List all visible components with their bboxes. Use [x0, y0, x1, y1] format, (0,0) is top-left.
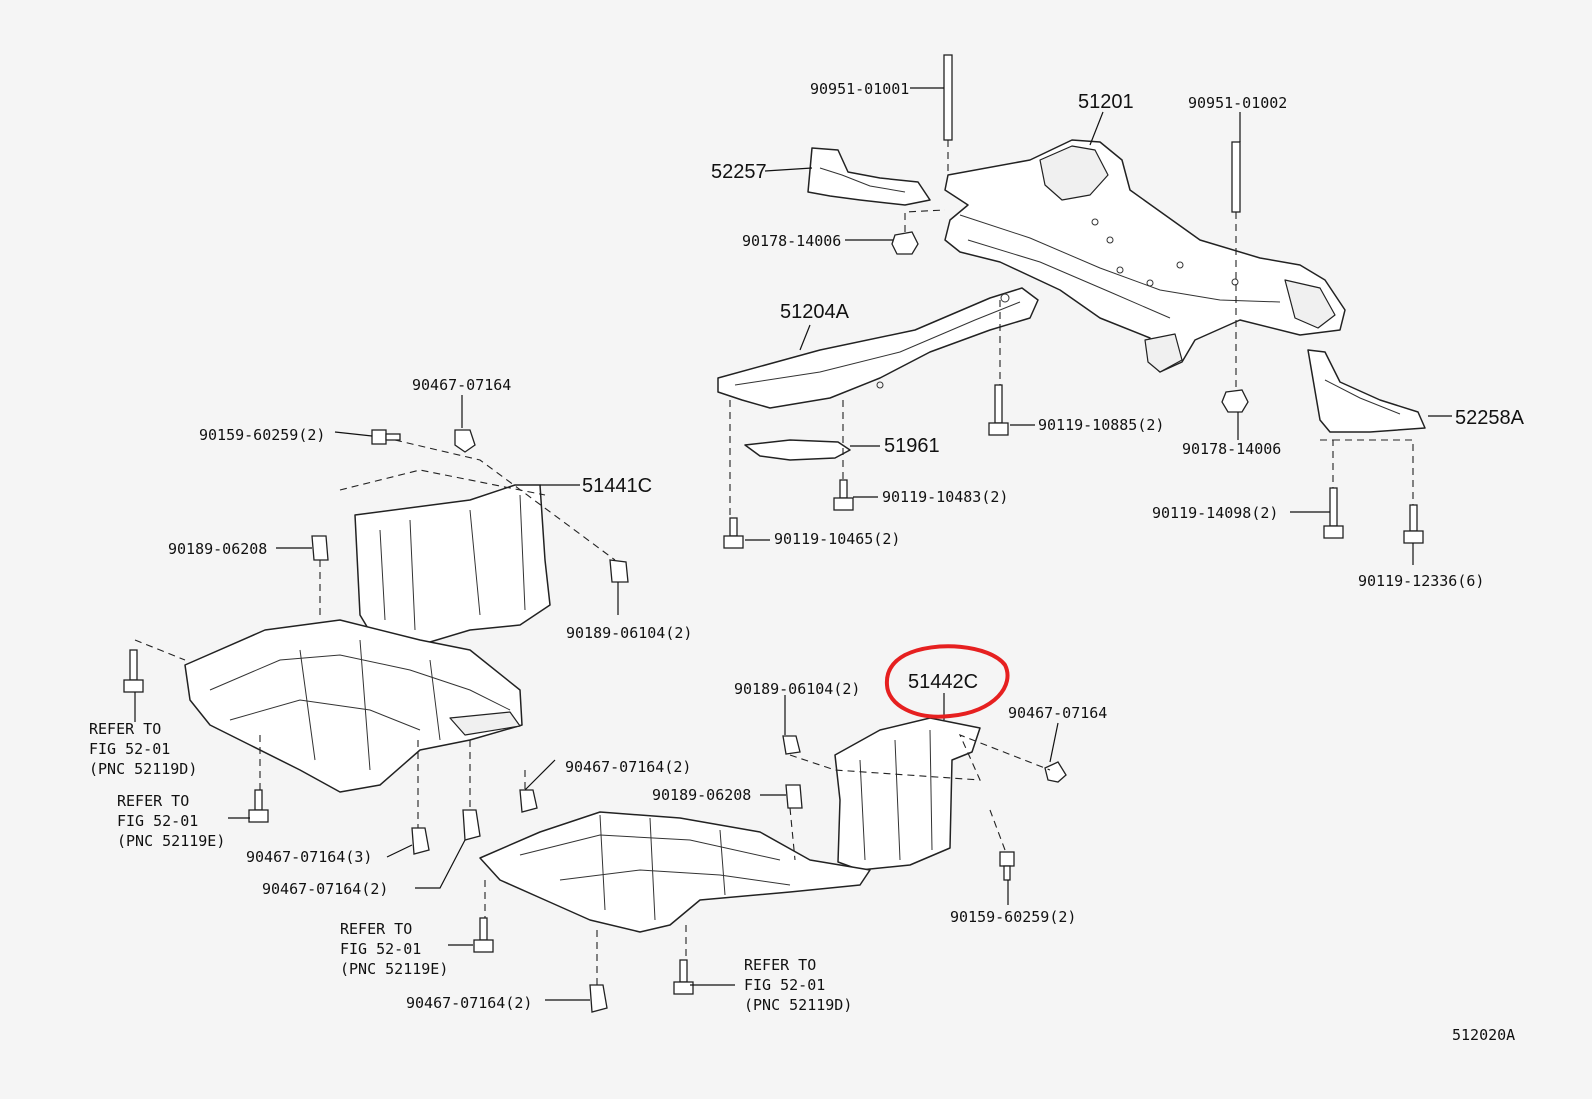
svg-text:REFER TO: REFER TO: [744, 956, 816, 974]
label-90119-10885[interactable]: 90119-10885(2): [1038, 416, 1164, 434]
label-90119-12336[interactable]: 90119-12336(6): [1358, 572, 1484, 590]
bolt-90119-14098-icon[interactable]: [1323, 487, 1344, 539]
bolt-ref-rh2-icon[interactable]: [673, 959, 694, 995]
screw-90159-60259b-icon[interactable]: [999, 851, 1015, 881]
clip-90467-07164d-icon[interactable]: [411, 827, 430, 855]
label-51442c[interactable]: 51442C: [908, 671, 978, 693]
bolt-ref-lh2-icon[interactable]: [248, 789, 269, 823]
leader-lines: [134, 87, 1452, 1001]
label-52257[interactable]: 52257: [711, 161, 767, 183]
under-cover-51441c-drawing[interactable]: [184, 484, 551, 793]
label-90119-10483[interactable]: 90119-10483(2): [882, 488, 1008, 506]
clip-90467-07164e-icon[interactable]: [462, 809, 481, 841]
svg-text:FIG 52-01: FIG 52-01: [117, 812, 198, 830]
label-90467-07164[interactable]: 90467-07164: [412, 376, 511, 394]
bracket-52258a-drawing[interactable]: [1307, 349, 1426, 433]
label-52258a[interactable]: 52258A: [1455, 407, 1525, 429]
svg-text:FIG 52-01: FIG 52-01: [89, 740, 170, 758]
label-90159-60259b[interactable]: 90159-60259(2): [950, 908, 1076, 926]
svg-text:REFER TO: REFER TO: [89, 720, 161, 738]
label-90119-10465[interactable]: 90119-10465(2): [774, 530, 900, 548]
clip-90467-07164-icon[interactable]: [454, 429, 476, 453]
under-cover-51442c-drawing[interactable]: [479, 717, 981, 933]
label-90119-14098[interactable]: 90119-14098(2): [1152, 504, 1278, 522]
svg-text:(PNC 52119E): (PNC 52119E): [117, 832, 225, 850]
label-90159-60259[interactable]: 90159-60259(2): [199, 426, 325, 444]
label-51961[interactable]: 51961: [884, 435, 940, 457]
grommet-90189-06104-icon[interactable]: [609, 559, 629, 583]
crossmember-drawing[interactable]: [944, 139, 1346, 373]
bolt-90119-10465-icon[interactable]: [723, 517, 744, 549]
label-90951-01002[interactable]: 90951-01002: [1188, 94, 1287, 112]
refer-note-3: REFER TO FIG 52-01 (PNC 52119E): [340, 920, 448, 978]
label-90467-07164f[interactable]: 90467-07164(2): [406, 994, 532, 1012]
svg-text:FIG 52-01: FIG 52-01: [744, 976, 825, 994]
label-90189-06208b[interactable]: 90189-06208: [652, 786, 751, 804]
clip-90467-07164b-icon[interactable]: [1044, 761, 1067, 783]
grommet-90189-06104b-icon[interactable]: [782, 735, 801, 755]
label-51441c[interactable]: 51441C: [582, 475, 652, 497]
bolt-90119-10483-icon[interactable]: [833, 479, 854, 511]
svg-text:FIG 52-01: FIG 52-01: [340, 940, 421, 958]
clip-90467-07164c-icon[interactable]: [519, 789, 538, 813]
label-90178-14006[interactable]: 90178-14006: [742, 232, 841, 250]
label-51201[interactable]: 51201: [1078, 91, 1134, 113]
label-51204a[interactable]: 51204A: [780, 301, 850, 323]
svg-text:(PNC 52119D): (PNC 52119D): [744, 996, 852, 1014]
brace-51204a-drawing[interactable]: [717, 287, 1039, 409]
label-90189-06104[interactable]: 90189-06104(2): [566, 624, 692, 642]
grommet-90189-06208b-icon[interactable]: [785, 784, 803, 809]
plate-51961-drawing[interactable]: [744, 439, 851, 461]
nut-90178-14006-icon[interactable]: [891, 231, 919, 255]
label-90467-07164d[interactable]: 90467-07164(3): [246, 848, 372, 866]
label-90467-07164c[interactable]: 90467-07164(2): [565, 758, 691, 776]
bolt-90119-10885-icon[interactable]: [988, 384, 1009, 436]
label-90189-06104b[interactable]: 90189-06104(2): [734, 680, 860, 698]
bolt-ref-lh-icon[interactable]: [123, 649, 144, 693]
refer-note-1: REFER TO FIG 52-01 (PNC 52119D): [89, 720, 197, 778]
label-90467-07164b[interactable]: 90467-07164: [1008, 704, 1107, 722]
refer-note-4: REFER TO FIG 52-01 (PNC 52119D): [744, 956, 852, 1014]
screw-90159-60259-icon[interactable]: [371, 429, 401, 445]
label-90178-14006b[interactable]: 90178-14006: [1182, 440, 1281, 458]
refer-note-2: REFER TO FIG 52-01 (PNC 52119E): [117, 792, 225, 850]
svg-text:REFER TO: REFER TO: [340, 920, 412, 938]
label-90951-01001[interactable]: 90951-01001: [810, 80, 909, 98]
grommet-90189-06208-icon[interactable]: [311, 535, 329, 561]
nut-90178-14006b-icon[interactable]: [1221, 389, 1249, 413]
figure-id: 512020A: [1452, 1026, 1515, 1044]
svg-text:REFER TO: REFER TO: [117, 792, 189, 810]
label-90189-06208[interactable]: 90189-06208: [168, 540, 267, 558]
bracket-52257-drawing[interactable]: [807, 147, 931, 206]
bolt-90119-12336-icon[interactable]: [1403, 504, 1424, 544]
stud-90951-01001-icon[interactable]: [943, 54, 953, 141]
label-90467-07164e[interactable]: 90467-07164(2): [262, 880, 388, 898]
svg-text:(PNC 52119D): (PNC 52119D): [89, 760, 197, 778]
install-lines: [134, 140, 1414, 985]
bolt-ref-rh-icon[interactable]: [473, 917, 494, 953]
callout-labels: 90951-01001 51201 90951-01002 52257 9017…: [168, 80, 1525, 1012]
stud-90951-01002-icon[interactable]: [1231, 141, 1241, 213]
svg-text:(PNC 52119E): (PNC 52119E): [340, 960, 448, 978]
highlight-circle: [884, 644, 1010, 719]
clip-90467-07164f-icon[interactable]: [589, 984, 608, 1013]
